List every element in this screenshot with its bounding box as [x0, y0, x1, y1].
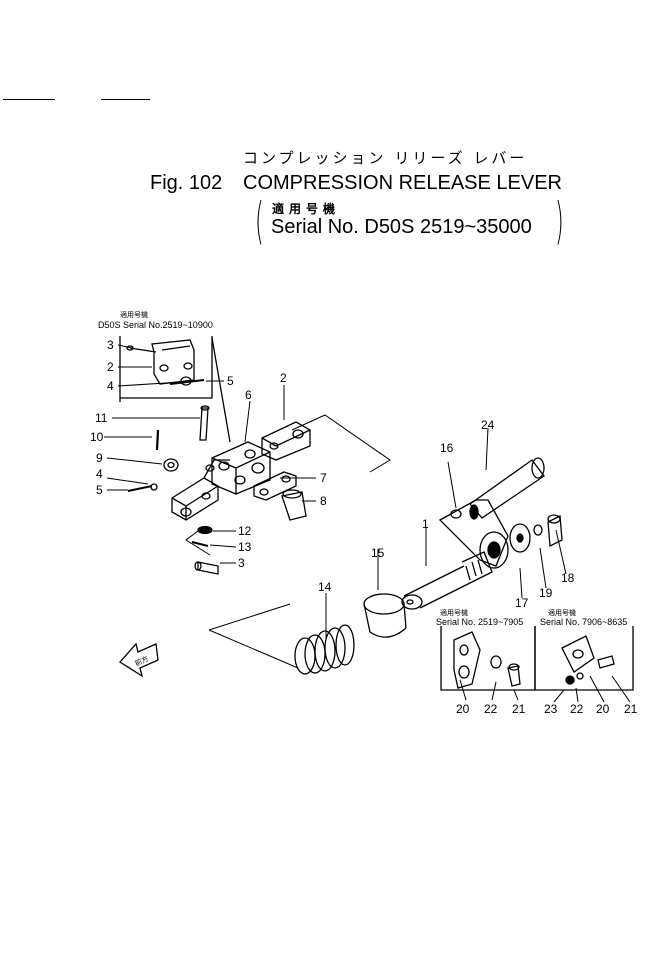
- direction-arrow-label: 前方: [133, 654, 149, 668]
- shaft-part: [401, 551, 493, 610]
- part-label: 2: [280, 371, 287, 385]
- part-label: 21: [512, 702, 526, 716]
- inset-rb-jp: 適用号機: [548, 608, 576, 617]
- part-label: 19: [539, 586, 553, 600]
- part-label: 6: [245, 388, 252, 402]
- inset-frame-right-a: [440, 626, 536, 691]
- direction-arrow: [119, 642, 159, 678]
- part-label: 1: [422, 517, 429, 531]
- part-label: 20: [596, 702, 610, 716]
- spring-part: [294, 624, 355, 675]
- cup-part: [363, 593, 407, 638]
- part-label: 10: [90, 430, 104, 444]
- figure-number: Fig. 102: [150, 172, 223, 194]
- serial-japanese: 適用号機: [272, 202, 341, 216]
- part-label: 9: [96, 451, 103, 465]
- corner-mark-left: [3, 99, 55, 100]
- part-label: 24: [481, 418, 495, 432]
- washer-bolt-parts: [509, 514, 563, 553]
- leader-lines: [104, 344, 631, 703]
- inset-frame-top-left: [119, 336, 231, 443]
- part-label: 13: [238, 540, 252, 554]
- paren-close: ): [555, 192, 564, 250]
- part-label: 16: [440, 441, 454, 455]
- part-label: 18: [561, 571, 575, 585]
- part-label: 21: [624, 702, 638, 716]
- lever-arm-part: [438, 457, 545, 569]
- part-label: 2: [107, 360, 114, 374]
- part-label: 5: [227, 374, 234, 388]
- inset-rb-serial: Serial No. 7906~8635: [540, 617, 627, 627]
- part-label: 15: [371, 546, 385, 560]
- part-label: 3: [238, 556, 245, 570]
- construction-lines: [185, 414, 391, 669]
- part-label: 7: [320, 471, 327, 485]
- part-label: 17: [515, 596, 529, 610]
- title-japanese: コンプレッション リリーズ レバー: [243, 149, 528, 167]
- part-label: 3: [107, 338, 114, 352]
- part-label: 14: [318, 580, 332, 594]
- inset-tl-jp: 適用号機: [120, 310, 148, 319]
- paren-open: (: [255, 192, 264, 250]
- inset-ra-serial: Serial No. 2519~7905: [436, 617, 523, 627]
- inset-b-parts: [561, 635, 615, 685]
- inset-a-parts: [453, 631, 521, 689]
- inset-bracket-part: [126, 339, 205, 386]
- part-label: 5: [96, 483, 103, 497]
- part-label: 12: [238, 524, 252, 538]
- part-label: 20: [456, 702, 470, 716]
- inset-tl-serial: D50S Serial No.2519~10900: [98, 320, 213, 330]
- part-label: 22: [484, 702, 498, 716]
- clevis-assembly: [127, 405, 311, 575]
- serial-range: Serial No. D50S 2519~35000: [271, 216, 532, 238]
- corner-mark-right: [101, 99, 150, 100]
- part-label: 8: [320, 494, 327, 508]
- part-label: 23: [544, 702, 558, 716]
- part-label: 22: [570, 702, 584, 716]
- part-label: 4: [96, 467, 103, 481]
- part-label: 4: [107, 379, 114, 393]
- inset-ra-jp: 適用号機: [440, 608, 468, 617]
- part-label: 11: [95, 411, 108, 425]
- inset-frame-right-b: [534, 626, 634, 691]
- title-english: COMPRESSION RELEASE LEVER: [243, 172, 562, 194]
